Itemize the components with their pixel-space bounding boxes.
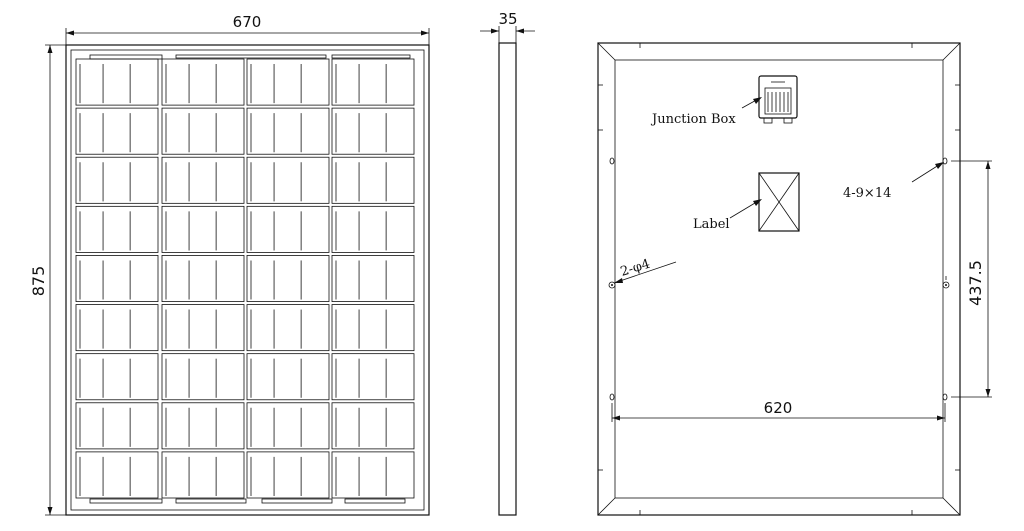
front-frame-outer [65, 44, 430, 516]
junction-box-label: Junction Box [650, 112, 736, 127]
solar-cell [161, 156, 245, 204]
solar-cell [331, 353, 415, 401]
solar-cell [75, 451, 159, 499]
ground-holes-label: 2-φ4 [619, 257, 652, 280]
label-callout: Label [693, 199, 762, 232]
solar-cell [331, 255, 415, 302]
ground-holes [608, 276, 950, 289]
label-label: Label [693, 217, 730, 232]
solar-cell [161, 58, 245, 106]
label-box [758, 172, 800, 232]
front-view: 670 875 [29, 13, 430, 516]
side-frame [498, 42, 517, 516]
solar-cell [331, 205, 415, 253]
hole-spacing-vertical-dimension: 437.5 [951, 160, 992, 398]
frame-corners [597, 42, 961, 516]
hole-spacing-vertical-label: 437.5 [966, 260, 985, 306]
front-width-dim-label: 670 [233, 13, 262, 31]
solar-cell [246, 58, 330, 106]
solar-cell [246, 156, 330, 204]
solar-cell [161, 353, 245, 401]
solar-cell [246, 205, 330, 253]
front-frame-inner [70, 49, 425, 511]
solar-cell [161, 402, 245, 450]
solar-cell [161, 107, 245, 155]
solar-cell [161, 304, 245, 352]
front-width-dimension: 670 [65, 13, 430, 45]
solar-cell [246, 107, 330, 155]
solar-cell [161, 255, 245, 302]
solar-cell [161, 451, 245, 499]
side-thickness-dim-label: 35 [498, 10, 517, 28]
junction-box [758, 75, 798, 124]
mount-holes-callout: 4-9×14 [843, 162, 944, 201]
ground-holes-callout: 2-φ4 [613, 257, 677, 284]
side-thickness-dimension: 35 [480, 10, 535, 43]
solar-cell [331, 107, 415, 155]
solar-cell [75, 402, 159, 450]
solar-cell [331, 58, 415, 106]
solar-cell [75, 353, 159, 401]
solar-cell [246, 255, 330, 302]
solar-cell [161, 205, 245, 253]
back-frame-inner [614, 59, 944, 499]
hole-spacing-horizontal-dimension: 620 [611, 399, 946, 422]
solar-cell [75, 156, 159, 204]
solar-cell [331, 451, 415, 499]
front-height-dim-label: 875 [29, 266, 48, 297]
hole-spacing-horizontal-label: 620 [764, 399, 793, 417]
solar-cell [331, 402, 415, 450]
solar-cell [331, 156, 415, 204]
solar-cell [75, 58, 159, 106]
frame-ticks [598, 43, 960, 515]
mount-holes-label: 4-9×14 [843, 186, 891, 201]
solar-cell [246, 304, 330, 352]
cell-grid [75, 58, 415, 499]
solar-cell [331, 304, 415, 352]
solar-cell [75, 205, 159, 253]
solar-cell [75, 107, 159, 155]
solar-cell [75, 304, 159, 352]
junction-box-callout: Junction Box [650, 97, 762, 127]
back-frame-outer [597, 42, 961, 516]
solar-cell [246, 451, 330, 499]
mounting-holes [609, 157, 948, 401]
side-view: 35 [480, 10, 535, 516]
back-view: Junction Box Label 4-9×14 [597, 42, 992, 516]
busbars [89, 54, 411, 504]
solar-cell [75, 255, 159, 302]
solar-cell [246, 353, 330, 401]
front-height-dimension: 875 [29, 44, 66, 516]
solar-cell [246, 402, 330, 450]
